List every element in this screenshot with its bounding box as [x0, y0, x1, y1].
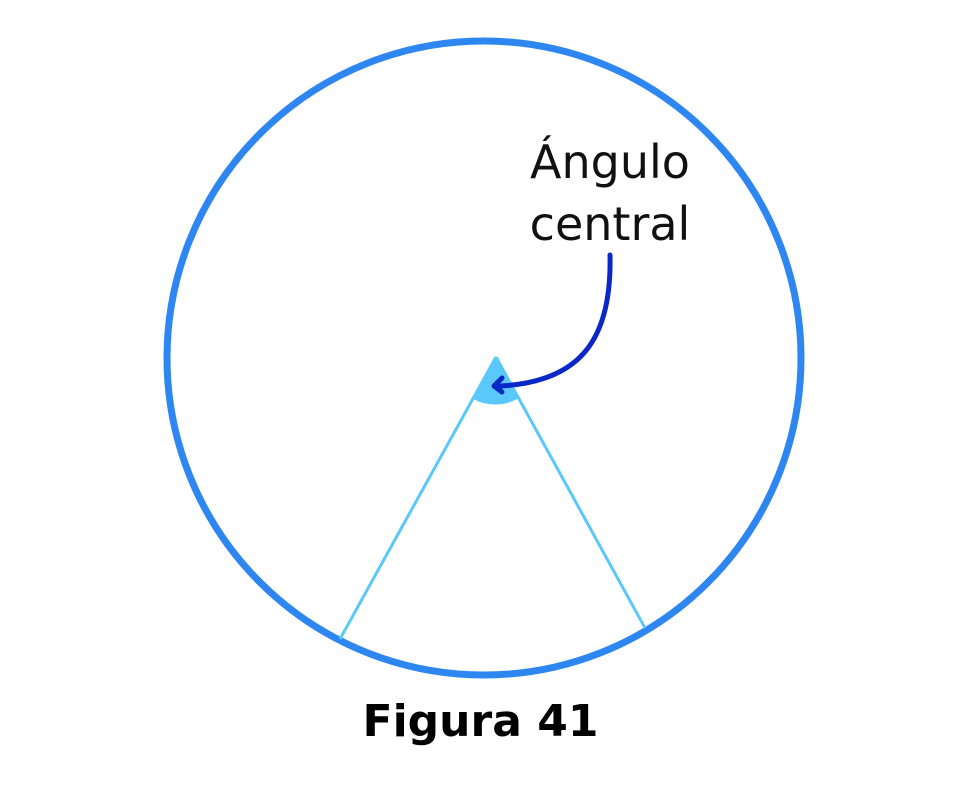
circle	[163, 37, 805, 679]
angle-label-line2: central	[530, 197, 691, 251]
angle-label-line1: Ángulo	[530, 135, 690, 189]
figure-caption: Figura 41	[362, 696, 599, 747]
arrow-head	[491, 375, 505, 395]
radius-left	[338, 356, 498, 640]
radius-right	[494, 356, 647, 629]
curved-arrow-icon	[497, 252, 613, 389]
